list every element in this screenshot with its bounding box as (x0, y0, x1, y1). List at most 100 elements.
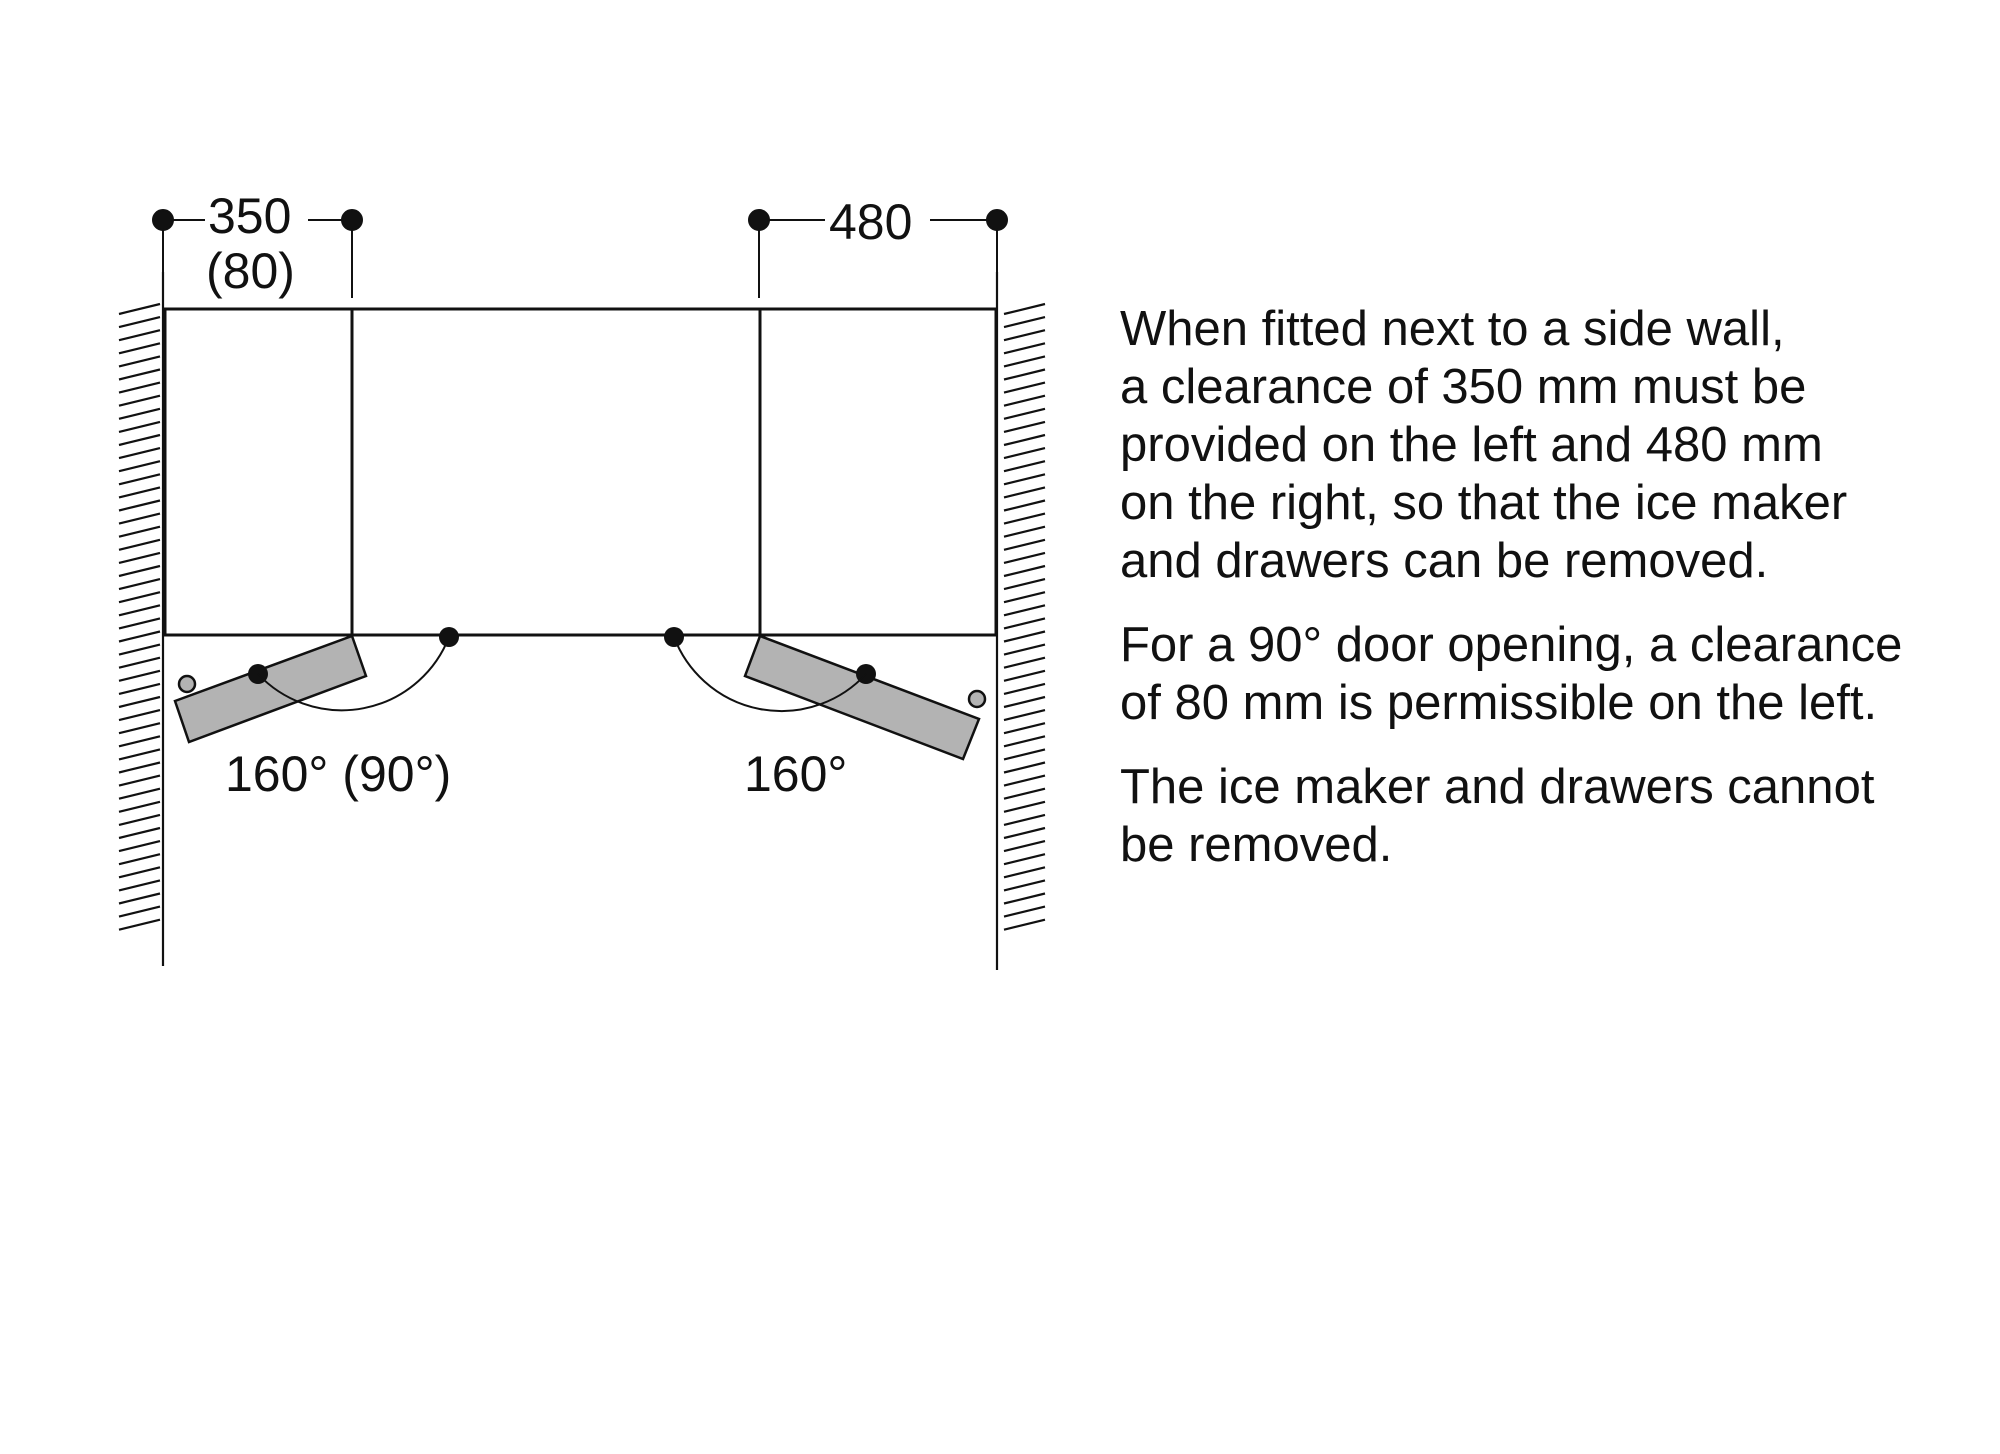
wall-hatch-line (1003, 564, 1046, 578)
wall-hatch-line (118, 722, 161, 735)
wall-hatch-line (118, 578, 161, 591)
wall-hatch-line (1003, 761, 1046, 774)
wall-hatch-line (1003, 722, 1046, 735)
wall-hatch-line (118, 381, 161, 394)
wall-hatch-line (1003, 381, 1046, 394)
wall-hatch-line (1003, 643, 1046, 656)
wall-hatch-line (118, 813, 161, 826)
wall-hatch-line (118, 342, 161, 355)
wall-hatch-line (118, 748, 161, 761)
wall-hatch-line (118, 551, 161, 564)
dimension-dot (152, 209, 174, 231)
right-door-angle-label: 160° (744, 746, 847, 802)
left-door-swing-arc (257, 636, 450, 712)
right-door-swing-arc (673, 636, 867, 713)
wall-hatch-line (118, 866, 161, 879)
wall-hatch-line (1003, 316, 1046, 329)
wall-hatch-line (118, 591, 161, 604)
left-clearance-dimension (152, 209, 363, 298)
wall-hatch-line (118, 525, 161, 538)
right-clearance-dimension (748, 209, 1008, 298)
wall-hatch-line (118, 368, 161, 381)
wall-hatch-line (1003, 748, 1046, 761)
appliance-outline (163, 307, 998, 637)
left-door (173, 627, 459, 744)
wall-hatch-line (118, 407, 161, 420)
wall-hatch-line (1003, 499, 1046, 512)
right-clearance-label: 480 (829, 194, 912, 250)
wall-hatch-line (1003, 447, 1046, 460)
wall-hatch-line (118, 512, 161, 525)
wall-hatch-line (118, 355, 161, 368)
wall-hatch-line (118, 316, 161, 329)
wall-hatch-line (1003, 551, 1046, 564)
wall-hatch-line (1003, 800, 1046, 813)
wall-hatch-line (118, 394, 161, 407)
wall-hatch-line (1003, 682, 1046, 695)
note-paragraph-90-degree: For a 90° door opening, a clearance of 8… (1120, 618, 1903, 730)
wall-hatch-line (118, 643, 161, 656)
wall-hatch-line (118, 473, 161, 486)
wall-hatch-line (118, 709, 161, 722)
wall-hatch-line (118, 329, 161, 342)
right-door (664, 627, 987, 761)
wall-hatch-line (1003, 329, 1046, 342)
wall-hatch-line (118, 892, 161, 905)
wall-hatch-line (1003, 774, 1046, 787)
left-clearance-alt-label: (80) (206, 243, 295, 299)
left-door-panel (173, 634, 368, 744)
wall-hatch-line (1003, 591, 1046, 604)
wall-hatch-line (1003, 853, 1046, 866)
wall-hatch-line (1003, 355, 1046, 368)
wall-hatch-line (118, 853, 161, 866)
wall-hatch-line (118, 774, 161, 787)
wall-hatch-line (118, 787, 161, 800)
right-door-small-marker (967, 689, 987, 709)
wall-hatch-line (118, 617, 161, 630)
right-side-wall (1003, 302, 1046, 931)
wall-hatch-line (1003, 905, 1046, 918)
left-swing-pivot-dot (439, 627, 459, 647)
wall-hatch-line (1003, 840, 1046, 853)
wall-hatch-line (118, 604, 161, 617)
wall-hatch-line (118, 302, 161, 316)
wall-hatch-line (118, 564, 161, 578)
wall-hatch-line (118, 656, 161, 669)
wall-hatch-line (118, 918, 161, 931)
note-paragraph-not-removable: The ice maker and drawers cannot be remo… (1120, 760, 1875, 872)
wall-hatch-line (118, 460, 161, 473)
wall-hatch-line (1003, 394, 1046, 407)
wall-hatch-line (1003, 669, 1046, 682)
wall-hatch-line (1003, 578, 1046, 591)
right-swing-pivot-dot (664, 627, 684, 647)
wall-hatch-line (118, 735, 161, 748)
left-door-small-marker (177, 674, 197, 694)
left-side-wall (118, 302, 161, 931)
left-door-angle-label: 160° (90°) (225, 746, 451, 802)
wall-hatch-line (1003, 826, 1046, 840)
wall-hatch-line (1003, 473, 1046, 486)
wall-hatch-line (1003, 342, 1046, 355)
wall-hatch-line (1003, 302, 1046, 316)
wall-hatch-line (118, 538, 161, 551)
wall-hatch-line (1003, 433, 1046, 447)
right-door-panel (743, 634, 981, 761)
wall-hatch-line (1003, 879, 1046, 892)
wall-hatch-line (1003, 460, 1046, 473)
wall-hatch-line (1003, 656, 1046, 669)
note-paragraph-side-wall: When fitted next to a side wall, a clear… (1120, 302, 1848, 588)
wall-hatch-line (1003, 892, 1046, 905)
wall-hatch-line (118, 682, 161, 695)
wall-hatch-line (1003, 525, 1046, 538)
wall-hatch-line (1003, 709, 1046, 722)
wall-hatch-line (118, 879, 161, 892)
wall-hatch-line (118, 420, 161, 433)
wall-hatch-line (1003, 512, 1046, 525)
wall-hatch-line (118, 840, 161, 853)
wall-hatch-line (1003, 918, 1046, 931)
wall-hatch-line (118, 800, 161, 813)
wall-hatch-line (1003, 630, 1046, 643)
wall-hatch-line (1003, 420, 1046, 433)
wall-hatch-line (118, 630, 161, 643)
